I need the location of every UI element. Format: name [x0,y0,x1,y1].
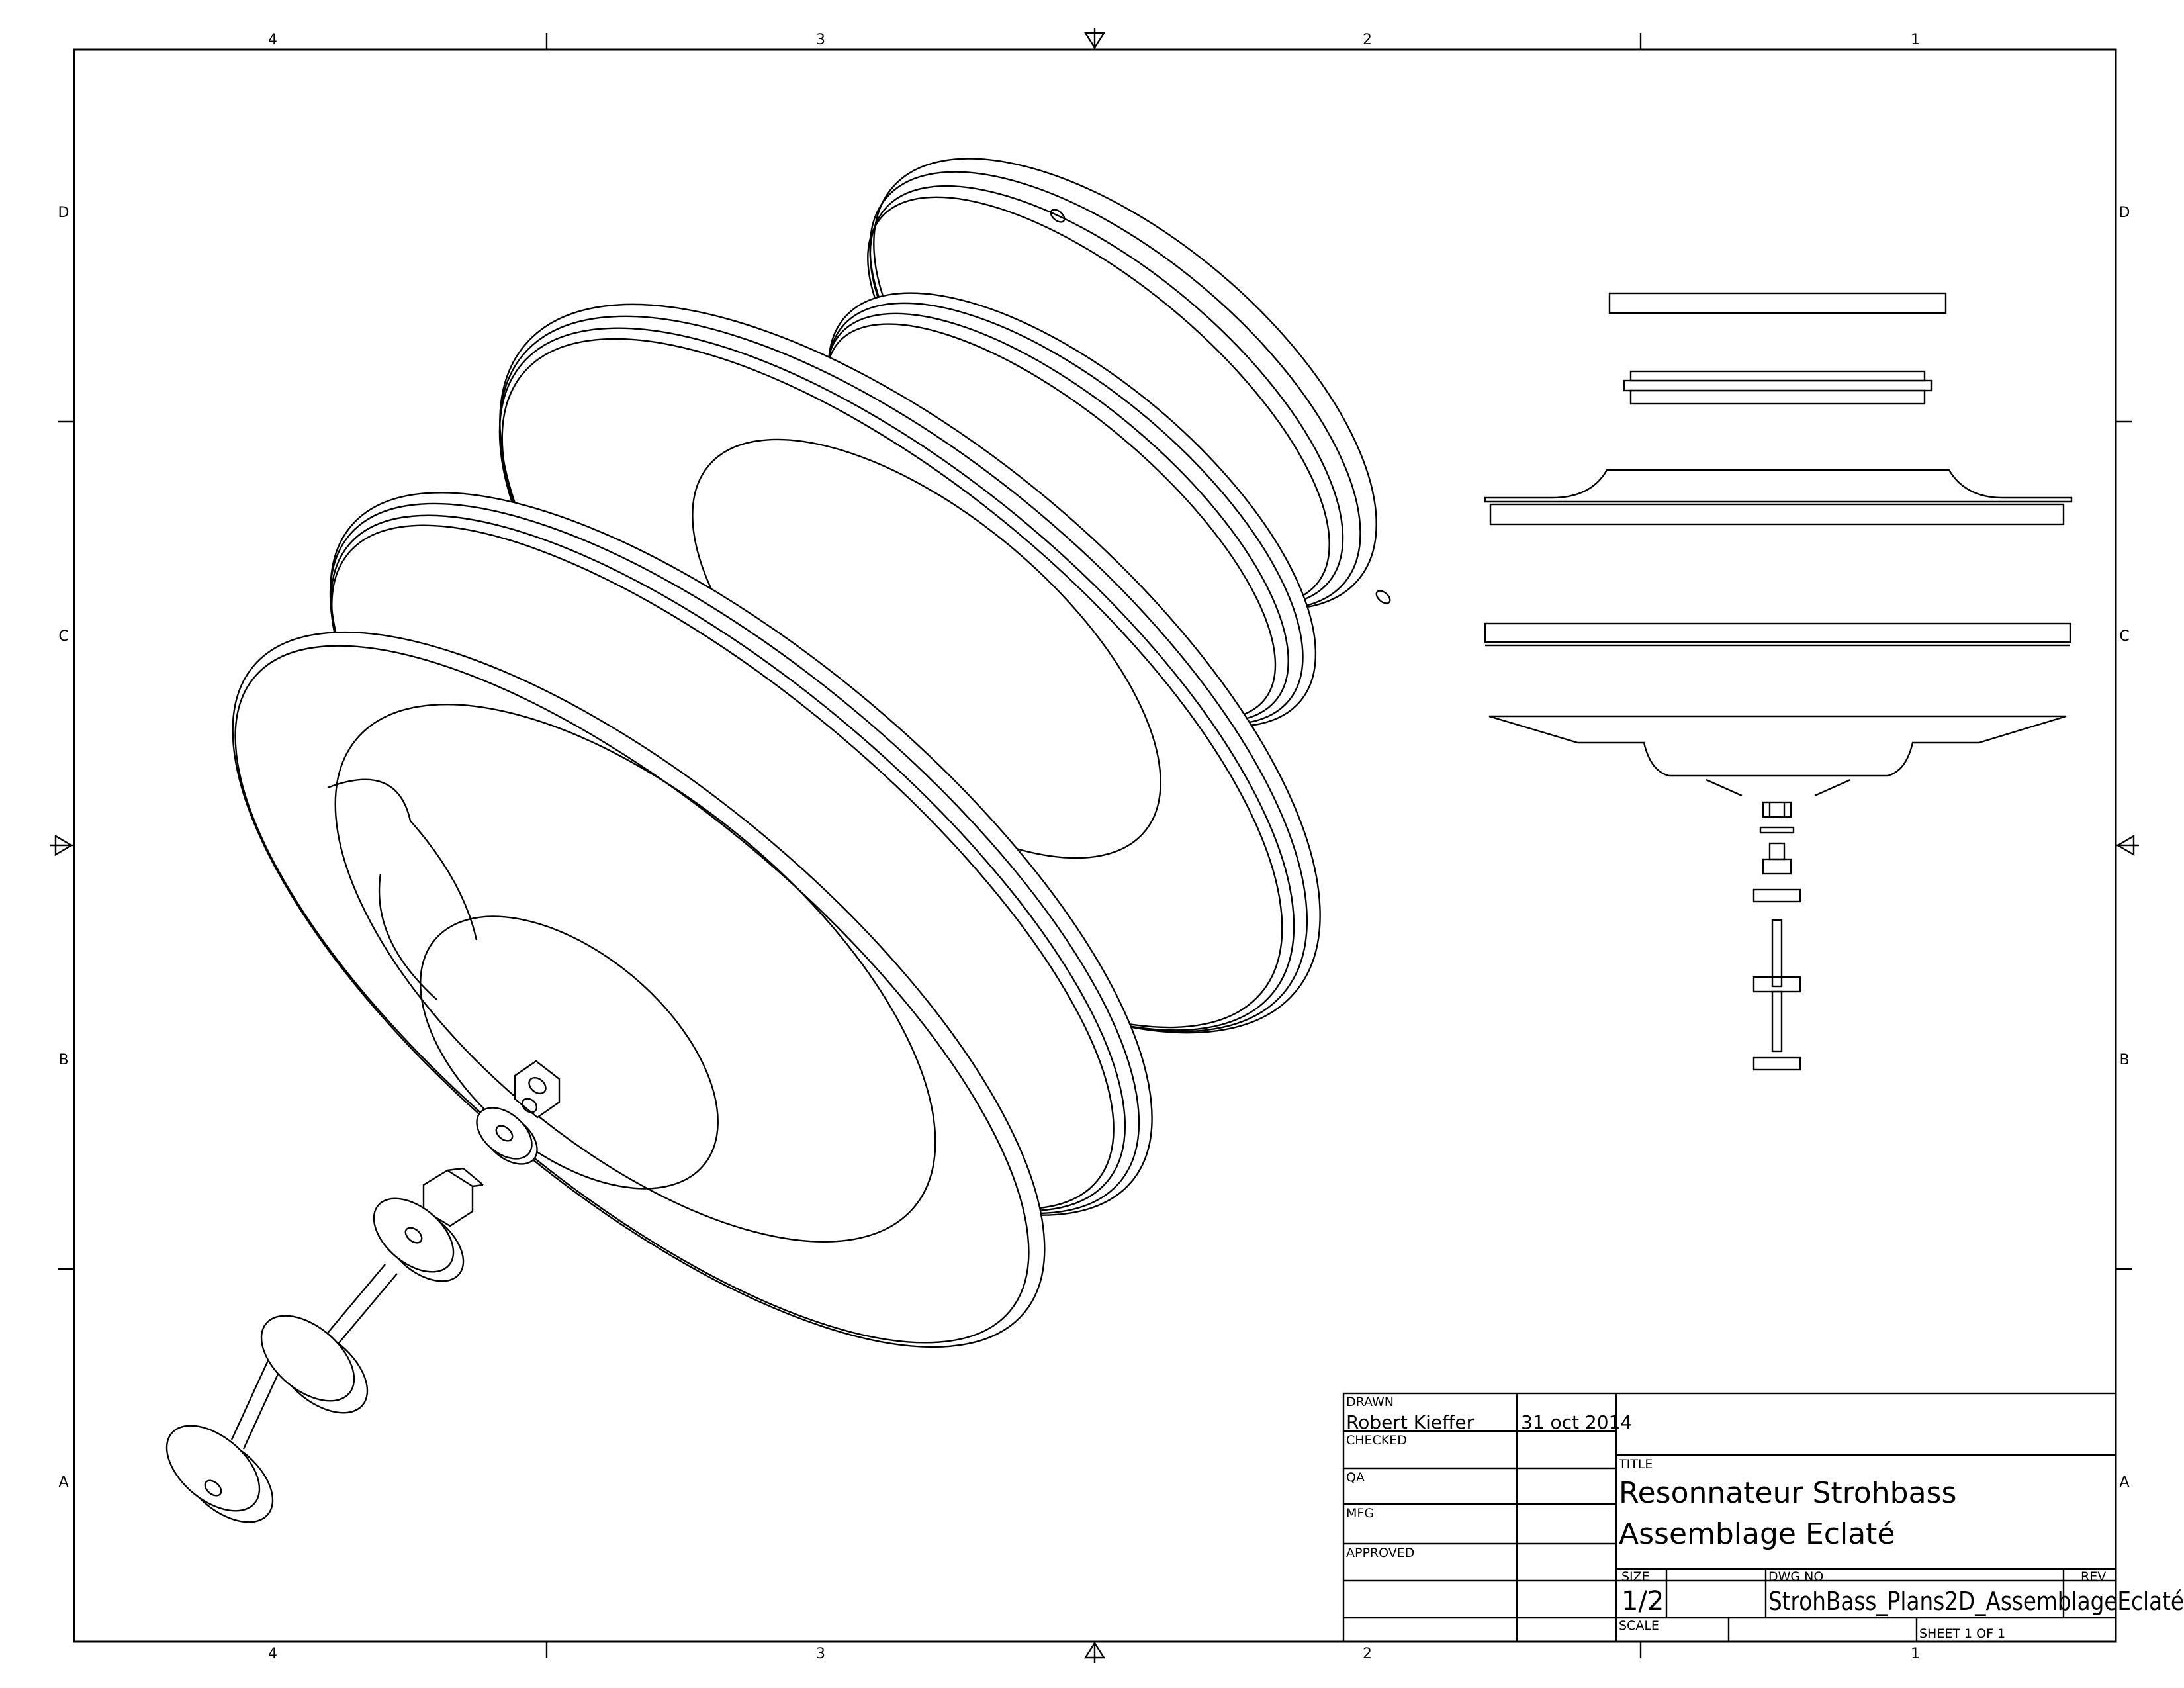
zone-row-right-b: B [2119,1052,2129,1068]
centering-mark-left [50,834,74,857]
drawn-label: DRAWN [1346,1395,1394,1409]
zone-col-top-3: 3 [816,32,825,48]
qa-label: QA [1346,1470,1365,1485]
centering-mark-bottom [1083,1641,1106,1663]
centering-mark-top [1083,28,1106,50]
zone-row-left-a: A [58,1474,68,1491]
zone-row-left-d: D [58,205,69,221]
side-diaphragm-plate [1484,469,2073,526]
title-block: DRAWN Robert Kieffer 31 oct 2014 CHECKED… [1342,1392,2184,1643]
side-horn-bell [1488,715,2067,797]
centering-mark-right [2116,834,2139,857]
hex-nut-part [514,1060,561,1119]
drawing-title-line1: Resonnateur Strohbass [1619,1476,1956,1510]
dwg-no-value: StrohBass_Plans2D_AssemblageEclaté [1768,1587,2184,1616]
approved-label: APPROVED [1346,1546,1414,1560]
zone-col-bottom-1: 1 [1911,1646,1920,1662]
zone-col-bottom-4: 4 [268,1646,277,1662]
rev-label: REV [2081,1570,2106,1584]
zone-row-right-a: A [2119,1474,2129,1491]
side-fasteners [1752,801,1801,1071]
checked-label: CHECKED [1346,1433,1407,1448]
middle-disc-part [260,1315,369,1414]
zone-col-bottom-3: 3 [816,1646,825,1662]
washer-part [476,1107,538,1165]
zone-col-top-4: 4 [268,32,277,48]
side-front-ring [1484,622,2071,647]
zone-col-top-2: 2 [1363,32,1372,48]
side-clamping-ring [1623,370,1933,405]
dwg-no-label: DWG NO [1768,1570,1823,1584]
size-label: SIZE [1621,1570,1650,1584]
zone-col-top-1: 1 [1911,32,1920,48]
size-value: 1/2 [1621,1586,1664,1617]
end-disc-part [165,1425,274,1523]
drawing-title-line2: Assemblage Eclaté [1619,1517,1895,1551]
zone-row-right-c: C [2119,628,2129,645]
mfg-label: MFG [1346,1506,1374,1521]
exploded-isometric-view [165,158,1391,1523]
zone-labels: 4 3 2 1 4 3 2 1 D C B A D C B A [58,32,2130,1662]
zone-row-left-b: B [58,1052,68,1068]
scale-label: SCALE [1619,1618,1659,1633]
spacer-disc-part [373,1197,465,1282]
zone-col-bottom-2: 2 [1363,1646,1372,1662]
side-rear-ring [1608,292,1947,314]
drawn-by: Robert Kieffer [1346,1411,1475,1433]
zone-row-right-d: D [2119,205,2130,221]
drawing-border [50,28,2139,1663]
sheet-number: SHEET 1 OF 1 [1919,1626,2005,1641]
side-view [1484,292,2073,1071]
zone-row-left-c: C [58,628,68,645]
title-label: TITLE [1618,1457,1653,1472]
drawn-date: 31 oct 2014 [1521,1411,1632,1433]
